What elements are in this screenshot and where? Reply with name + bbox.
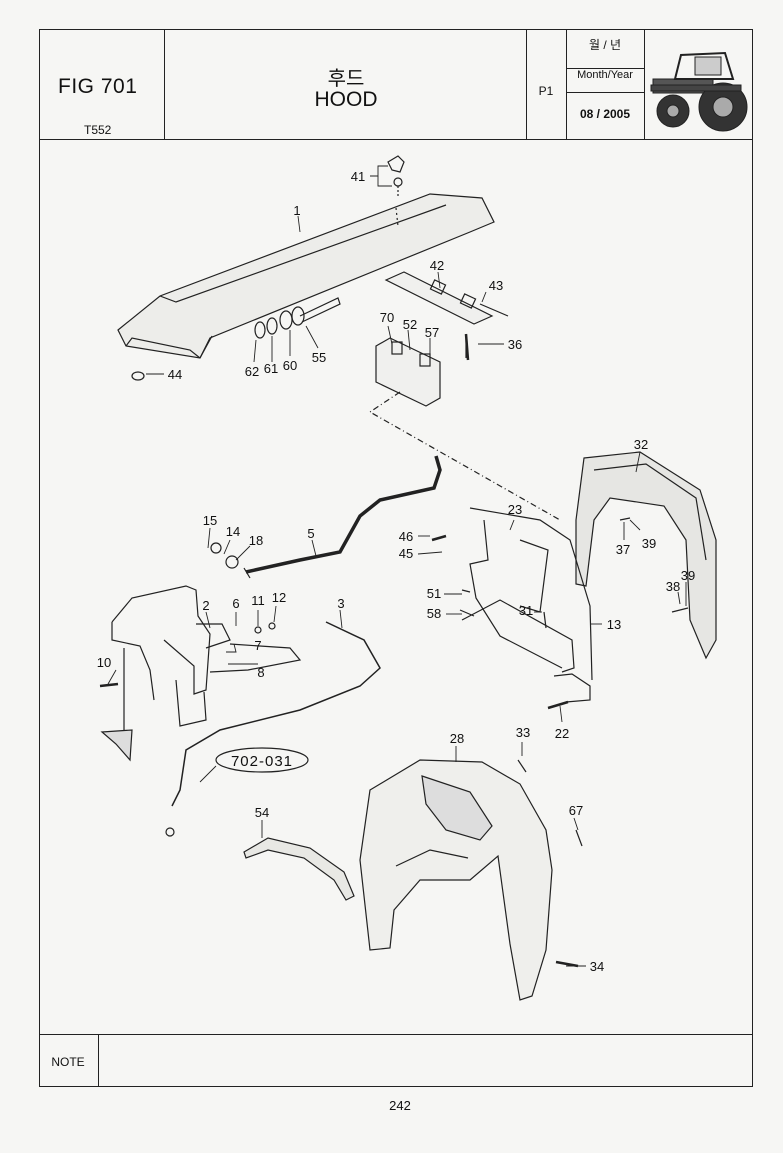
tractor-icon: [650, 51, 748, 132]
callout-62: 62: [245, 364, 259, 379]
callout-1: 1: [293, 203, 300, 218]
callout-54: 54: [255, 805, 269, 820]
date-cell-divider: [566, 92, 644, 93]
note-label: NOTE: [51, 1055, 85, 1069]
callout-60: 60: [283, 358, 297, 373]
note-divider: [40, 1034, 752, 1035]
fender-panel: [359, 759, 553, 1001]
callout-3: 3: [337, 596, 344, 611]
header-col-divider: [164, 30, 165, 139]
month-year-korean-label: 월 / 년: [588, 38, 622, 52]
callout-28: 28: [450, 731, 464, 746]
title-korean: 후드: [327, 68, 365, 90]
header-col-divider: [526, 30, 527, 139]
callout-46: 46: [399, 529, 413, 544]
title-english: HOOD: [314, 88, 378, 111]
callout-7: 7: [254, 638, 261, 653]
model-code: T552: [84, 123, 112, 137]
support-frame: [461, 507, 593, 703]
callout-42: 42: [430, 258, 444, 273]
month-year-label: Month/Year: [577, 69, 633, 81]
callout-12: 12: [272, 590, 286, 605]
callout-22: 22: [555, 726, 569, 741]
revision-date: 08 / 2005: [579, 107, 631, 121]
callout-11: 11: [251, 593, 265, 608]
callout-57: 57: [425, 325, 439, 340]
callout-2: 2: [202, 598, 209, 613]
callout-51: 51: [427, 586, 441, 601]
hood-panel: [117, 193, 495, 359]
callout-58: 58: [427, 606, 441, 621]
header-divider: [40, 139, 752, 140]
callout-41: 41: [351, 169, 365, 184]
callout-67: 67: [569, 803, 583, 818]
hood-stand: [100, 585, 302, 762]
page-frame: [39, 29, 753, 1087]
callout-32: 32: [634, 437, 648, 452]
callout-23: 23: [508, 502, 522, 517]
note-col-divider: [98, 1034, 99, 1086]
date-cell-divider: [566, 68, 644, 69]
callout-70: 70: [380, 310, 394, 325]
hinge-bracket: [375, 336, 467, 407]
callout-37: 37: [616, 542, 630, 557]
reference-callout: 702-031: [231, 753, 293, 770]
callout-8: 8: [257, 665, 264, 680]
callout-52: 52: [403, 317, 417, 332]
callout-6: 6: [232, 596, 239, 611]
callout-39: 39: [642, 536, 656, 551]
callout-13: 13: [607, 617, 621, 632]
page-code: P1: [538, 84, 554, 98]
figure-number: FIG 701: [58, 75, 138, 98]
callout-39b: 39: [681, 568, 695, 583]
callout-18: 18: [249, 533, 263, 548]
callout-38: 38: [666, 579, 680, 594]
grille-frame: [575, 451, 717, 660]
callout-14: 14: [226, 524, 240, 539]
callout-45: 45: [399, 546, 413, 561]
callout-61: 61: [264, 361, 278, 376]
page-number: 242: [389, 1098, 411, 1113]
callout-5: 5: [307, 526, 314, 541]
callout-10: 10: [97, 655, 111, 670]
hinge-plate: [384, 271, 509, 325]
callout-33: 33: [516, 725, 530, 740]
callout-55: 55: [312, 350, 326, 365]
callout-34: 34: [590, 959, 604, 974]
callout-44: 44: [168, 367, 182, 382]
header-col-divider: [644, 30, 645, 139]
callout-36: 36: [508, 337, 522, 352]
header-col-divider: [566, 30, 567, 139]
callout-31: 31: [519, 603, 533, 618]
callout-43: 43: [489, 278, 503, 293]
latch-part: [387, 155, 405, 196]
callout-15: 15: [203, 513, 217, 528]
